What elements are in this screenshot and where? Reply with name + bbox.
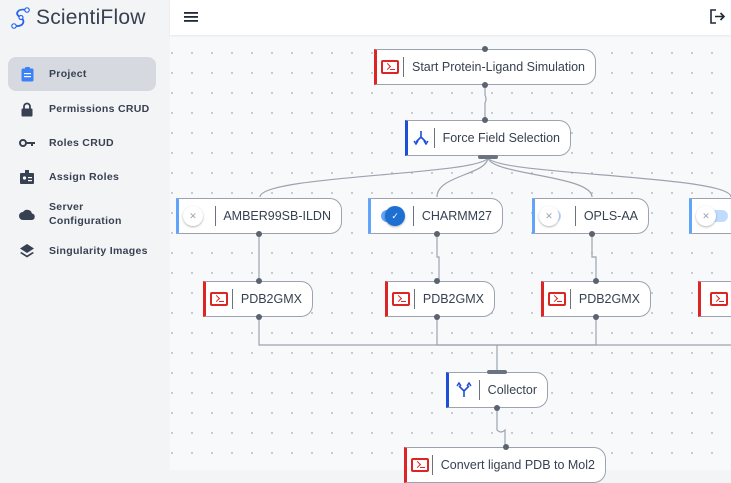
logo[interactable]: ScientiFlow — [10, 6, 146, 30]
edge — [487, 156, 593, 198]
edge — [487, 156, 731, 198]
badge-icon — [19, 169, 35, 185]
handle[interactable] — [482, 82, 488, 88]
node-label: PDB2GMX — [422, 292, 484, 306]
layers-icon — [19, 243, 35, 259]
cloud-icon — [19, 206, 35, 222]
handle[interactable] — [434, 231, 440, 237]
node-label: Collector — [487, 383, 537, 397]
sidebar-item-assign-roles[interactable]: Assign Roles — [8, 160, 156, 194]
node-label: OPLS-AA — [583, 209, 638, 223]
merge-icon — [449, 382, 479, 398]
node-label: AMBER99SB-ILDN — [223, 209, 331, 223]
terminal-icon — [701, 292, 731, 306]
handle[interactable] — [503, 444, 509, 450]
handle[interactable] — [256, 278, 262, 284]
handle[interactable] — [256, 231, 262, 237]
node-label: Start Protein-Ligand Simulation — [411, 60, 585, 74]
node-pdb2gmx[interactable]: PDB2GMX — [541, 281, 651, 317]
key-icon — [19, 135, 35, 151]
handle[interactable] — [487, 370, 507, 374]
node-convert-ligand[interactable]: Convert ligand PDB to Mol2 — [404, 447, 606, 483]
sidebar-item-label: Singularity Images — [49, 245, 148, 257]
sidebar-item-permissions[interactable]: Permissions CRUD — [8, 92, 156, 126]
sidebar-item-label: Roles CRUD — [49, 137, 114, 149]
terminal-icon — [377, 60, 403, 74]
node-collector[interactable]: Collector — [446, 372, 548, 408]
node-option-amber[interactable]: ✕ AMBER99SB-ILDN — [176, 198, 342, 234]
handle[interactable] — [494, 405, 500, 411]
top-header — [170, 0, 731, 35]
terminal-icon — [544, 292, 570, 306]
sidebar-item-project[interactable]: Project — [8, 57, 156, 91]
sidebar: ScientiFlow Project Permissions CRUD Rol… — [0, 0, 170, 470]
edge — [497, 317, 597, 346]
logout-icon[interactable] — [709, 9, 726, 29]
edge — [484, 85, 487, 120]
terminal-icon — [206, 292, 232, 306]
node-option-partial[interactable]: ✕ — [689, 198, 731, 234]
edge — [591, 235, 597, 281]
node-label: PDB2GMX — [578, 292, 640, 306]
handle[interactable] — [434, 278, 440, 284]
app-name: ScientiFlow — [36, 6, 146, 29]
hamburger-icon[interactable] — [184, 10, 198, 28]
edge — [436, 156, 489, 198]
sidebar-item-roles[interactable]: Roles CRUD — [8, 126, 156, 160]
sidebar-item-label: Project — [49, 68, 87, 80]
edge — [496, 409, 506, 447]
sidebar-item-label: Assign Roles — [49, 171, 120, 183]
clipboard-icon — [19, 66, 35, 82]
toggle-amber[interactable]: ✕ — [183, 206, 203, 226]
handle[interactable] — [593, 314, 599, 320]
toggle[interactable]: ✕ — [696, 206, 728, 226]
sidebar-item-singularity-images[interactable]: Singularity Images — [8, 234, 156, 268]
handle[interactable] — [593, 278, 599, 284]
close-icon: ✕ — [539, 206, 559, 226]
node-label: CHARMM27 — [421, 209, 492, 223]
node-pdb2gmx[interactable]: PDB2GMX — [385, 281, 495, 317]
handle[interactable] — [256, 314, 262, 320]
handle[interactable] — [482, 46, 488, 52]
close-icon: ✕ — [183, 206, 203, 226]
close-icon: ✕ — [696, 206, 716, 226]
check-icon: ✓ — [385, 206, 406, 226]
sidebar-item-server-configuration[interactable]: Server Configuration — [8, 194, 156, 234]
node-force-field-selection[interactable]: Force Field Selection — [405, 120, 571, 156]
sidebar-nav: Project Permissions CRUD Roles CRUD Assi… — [8, 57, 156, 268]
toggle-charmm27[interactable]: ✓ — [381, 206, 406, 226]
edge — [436, 235, 440, 281]
node-pdb2gmx[interactable]: PDB2GMX — [203, 281, 313, 317]
handle[interactable] — [434, 314, 440, 320]
lock-icon — [19, 101, 35, 117]
handle[interactable] — [482, 117, 488, 123]
node-start[interactable]: Start Protein-Ligand Simulation — [374, 49, 596, 85]
edge — [259, 156, 489, 198]
handle[interactable] — [589, 231, 595, 237]
logo-icon — [11, 7, 30, 29]
edge — [258, 317, 498, 372]
split-icon — [408, 130, 434, 146]
node-partial[interactable] — [698, 281, 731, 317]
edge — [436, 317, 497, 346]
node-label: Convert ligand PDB to Mol2 — [440, 458, 595, 472]
node-label: Force Field Selection — [442, 131, 560, 145]
terminal-icon — [388, 292, 414, 306]
node-label: PDB2GMX — [240, 292, 302, 306]
toggle-opls-aa[interactable]: ✕ — [539, 206, 562, 226]
handle[interactable] — [478, 155, 498, 159]
sidebar-item-label: Permissions CRUD — [49, 103, 150, 115]
node-option-opls-aa[interactable]: ✕ OPLS-AA — [532, 198, 649, 234]
sidebar-item-label: Server Configuration — [49, 201, 122, 227]
flow-edges — [258, 85, 731, 447]
node-option-charmm27[interactable]: ✓ CHARMM27 — [368, 198, 503, 234]
